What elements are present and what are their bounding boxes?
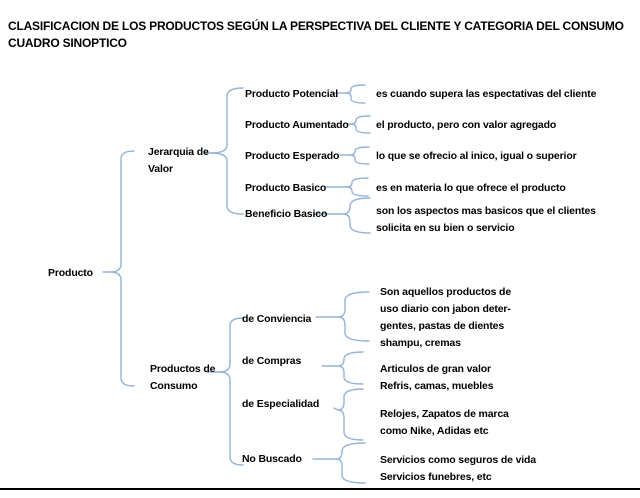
branch-jerarquia-de-valor-label: Jerarquia de Valor <box>148 146 209 175</box>
leaf-no-buscado-desc: Servicios como seguros de vida Servicios… <box>380 454 536 483</box>
brace-de-conviencia <box>337 291 370 342</box>
brace-de-especialidad <box>337 388 364 441</box>
leaf-producto-basico-label: Producto Basico <box>245 182 327 194</box>
brace-de-especialidad-connector-line <box>333 407 339 411</box>
leaf-no-buscado-label: No Buscado <box>242 453 302 465</box>
branch-productos-de-consumo-label: Productos de Consumo <box>150 363 216 392</box>
leaf-de-compras-label: de Compras <box>242 355 302 367</box>
brace-no-buscado <box>336 442 366 484</box>
brace-beneficio-basico <box>342 197 371 234</box>
brace-de-compras <box>337 351 364 385</box>
brace-producto-esperado <box>349 146 370 165</box>
leaf-producto-aumentado-label: Producto Aumentado <box>245 119 349 131</box>
brace-root-producto <box>109 150 135 387</box>
brace-producto-aumentado <box>350 115 371 134</box>
leaf-producto-esperado-desc: lo que se ofrecio al inico, igual o supe… <box>376 150 577 162</box>
leaf-beneficio-basico-label: Beneficio Basico <box>245 208 328 220</box>
leaf-producto-potencial-desc: es cuando supera las espectativas del cl… <box>376 88 597 100</box>
bottom-border-rule <box>0 488 640 490</box>
brace-consumo-children <box>218 317 244 466</box>
leaf-de-conviencia-desc: Son aquellos productos de uso diario con… <box>380 286 512 349</box>
leaf-producto-esperado-label: Producto Esperado <box>245 150 340 162</box>
leaf-beneficio-basico-desc: son los aspectos mas basicos que el clie… <box>376 205 596 234</box>
leaf-producto-potencial-label: Producto Potencial <box>245 88 338 100</box>
leaf-de-compras-desc: Articulos de gran valor Refris, camas, m… <box>380 363 494 392</box>
leaf-de-conviencia-label: de Conviencia <box>242 313 312 325</box>
leaf-producto-aumentado-desc: el producto, pero con valor agregado <box>376 119 557 131</box>
root-node-label: Producto <box>48 267 93 279</box>
brace-producto-potencial <box>345 84 366 104</box>
leaf-de-especialidad-desc: Relojes, Zapatos de marca como Nike, Adi… <box>380 408 509 437</box>
diagram-title-line2: CUADRO SINOPTICO <box>8 36 127 50</box>
brace-producto-basico <box>346 177 369 197</box>
diagram-title-line1: CLASIFICACION DE LOS PRODUCTOS SEGÚN LA … <box>8 19 624 33</box>
leaf-producto-basico-desc: es en materia lo que ofrece el producto <box>376 182 566 194</box>
brace-jerarquia-children <box>210 87 244 215</box>
leaf-de-especialidad-label: de Especialidad <box>242 398 320 410</box>
